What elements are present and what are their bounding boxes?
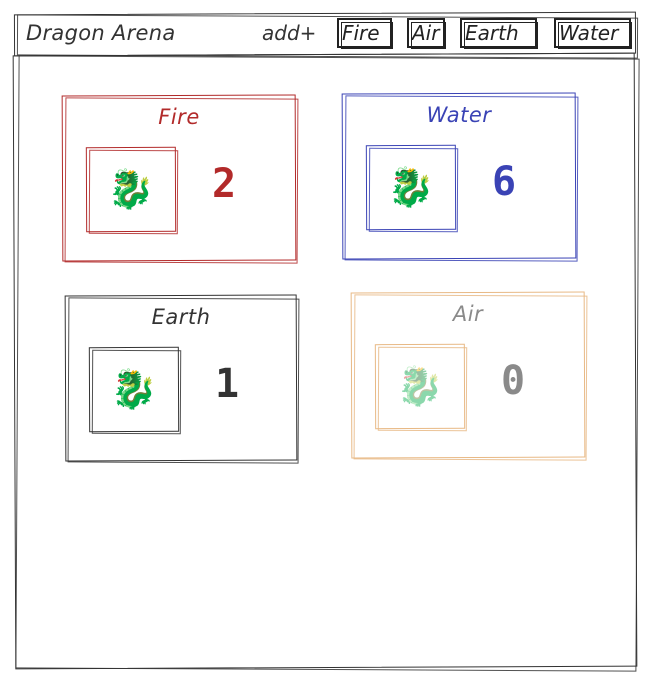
dragon-icon: 🐉 <box>110 367 158 411</box>
filter-air-button[interactable]: Air <box>407 18 446 49</box>
dragon-count: 6 <box>492 159 517 205</box>
dragon-icon: 🐉 <box>107 167 155 211</box>
card-label: Earth <box>151 305 211 329</box>
element-card-earth[interactable]: Earth 🐉 1 <box>65 295 297 461</box>
filter-earth-button[interactable]: Earth <box>460 18 538 49</box>
dragon-icon: 🐉 <box>387 165 435 209</box>
element-card-air[interactable]: Air 🐉 0 <box>351 292 585 458</box>
card-label: Fire <box>158 105 200 129</box>
card-label: Water <box>426 103 492 127</box>
element-card-fire[interactable]: Fire 🐉 2 <box>62 95 296 261</box>
dragon-image-frame: 🐉 <box>366 145 456 230</box>
filter-water-button[interactable]: Water <box>554 18 632 49</box>
dragon-image-frame: 🐉 <box>375 344 465 429</box>
card-label: Air <box>452 302 484 326</box>
app-title: Dragon Arena <box>26 21 176 45</box>
dragon-icon: 🐉 <box>396 364 444 408</box>
dragon-count: 2 <box>212 161 237 207</box>
element-card-water[interactable]: Water 🐉 6 <box>342 93 576 259</box>
dragon-count: 0 <box>501 358 526 404</box>
dragon-image-frame: 🐉 <box>86 147 176 232</box>
filter-fire-button[interactable]: Fire <box>337 18 393 49</box>
app-header: Dragon Arena add+ Fire Air Earth Water <box>14 13 636 55</box>
add-dragon-button[interactable]: add+ <box>262 21 317 45</box>
dragon-count: 1 <box>215 361 240 407</box>
dragon-image-frame: 🐉 <box>89 347 179 432</box>
